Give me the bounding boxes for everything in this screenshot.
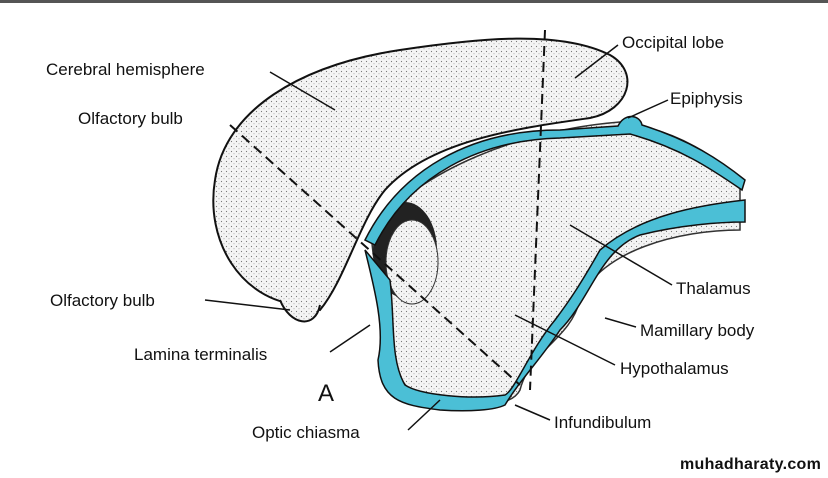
label-infundibulum: Infundibulum [554,413,652,432]
lamina-terminalis-floor [364,199,746,412]
label-thalamus: Thalamus [676,279,751,298]
top-border [0,0,828,3]
figure-letter: A [318,380,335,407]
label-epiphysis: Epiphysis [670,89,743,108]
label-hypothalamus: Hypothalamus [620,359,729,378]
olfactory-bulb-shape [279,299,321,323]
label-optic-chiasma: Optic chiasma [252,423,360,442]
cerebral-hemisphere-shape [212,37,629,312]
label-lamina-terminalis: Lamina terminalis [134,345,268,364]
watermark: muhadharaty.com [680,456,822,473]
label-occipital-lobe: Occipital lobe [622,33,725,52]
label-olfactory-bulb-top: Olfactory bulb [78,109,183,128]
roof-ependyma [363,115,746,247]
label-olfactory-bulb-bottom: Olfactory bulb [50,291,155,310]
label-cerebral-hemisphere: Cerebral hemisphere [46,60,205,79]
label-mamillary-body: Mamillary body [640,321,755,340]
